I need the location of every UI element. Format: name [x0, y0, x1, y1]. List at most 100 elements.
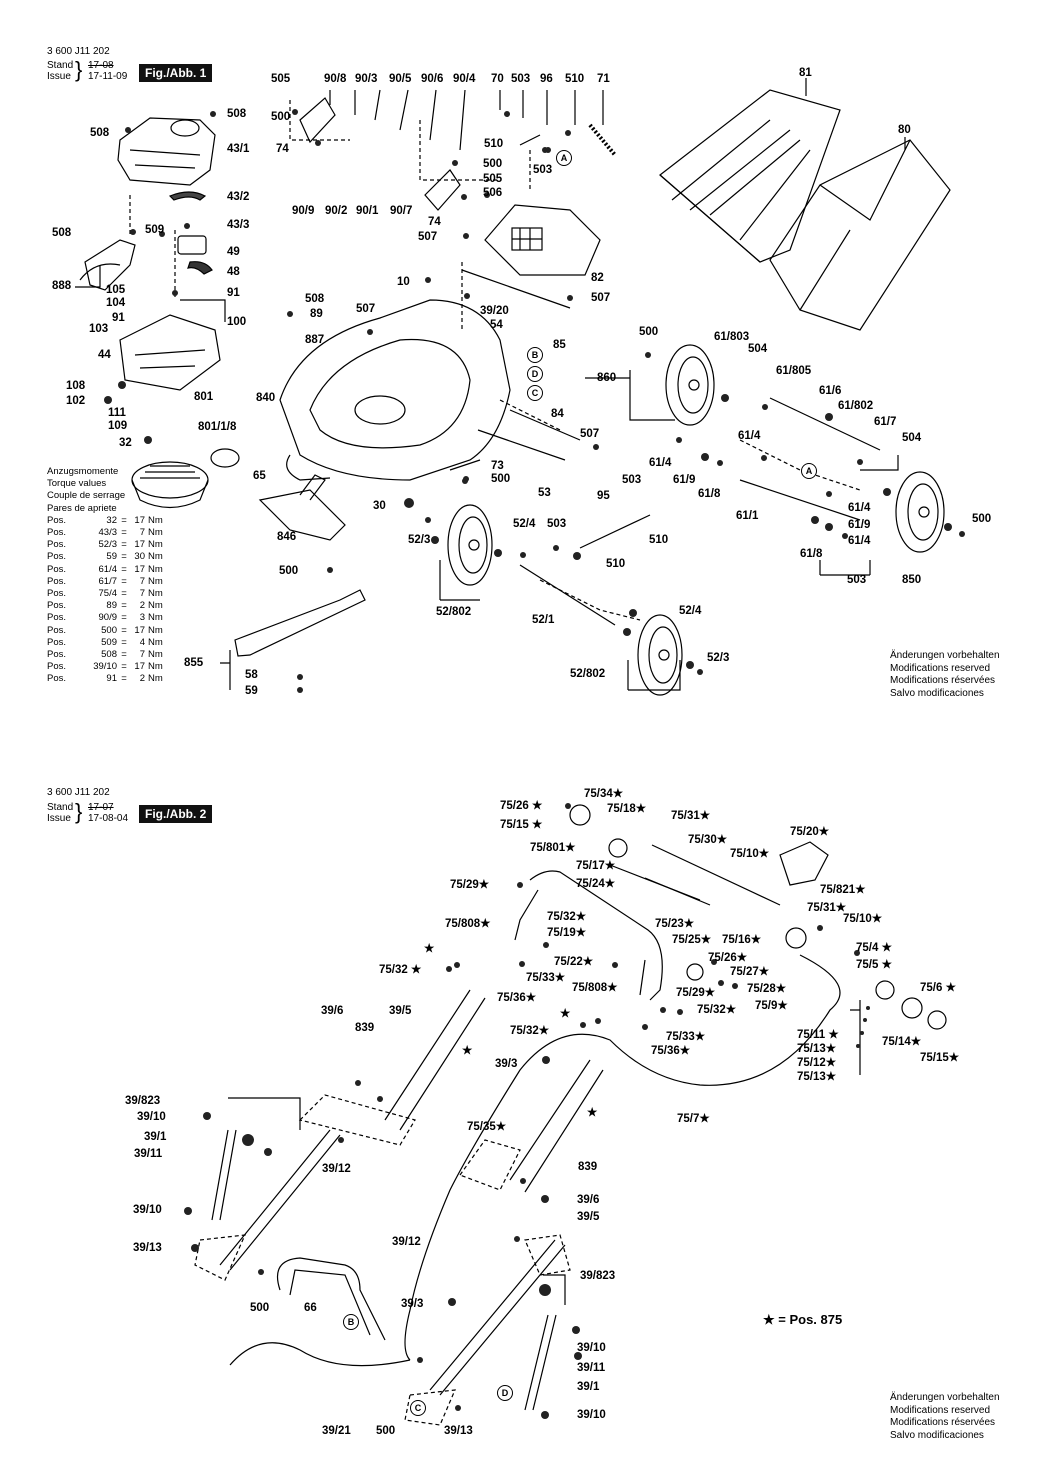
part-label: 839 [355, 1022, 375, 1034]
torque-cell-pos: Pos. [47, 612, 67, 624]
part-label: 90/1 [356, 205, 379, 217]
torque-cell-pos: Pos. [47, 527, 67, 539]
notice-line: Modifications reserved [890, 662, 991, 674]
torque-cell-part: 91 [106, 673, 117, 685]
part-label: 75/32★ [697, 1004, 737, 1016]
part-label: 75/33★ [526, 972, 566, 984]
part-label: 104 [106, 297, 126, 309]
torque-cell-part: 59 [106, 551, 117, 563]
part-label: 75/23★ [655, 918, 695, 930]
part-label: 90/6 [421, 73, 444, 85]
torque-cell-eq: = [121, 539, 127, 551]
torque-cell-pos: Pos. [47, 624, 67, 636]
part-label: 52/802 [570, 668, 606, 680]
torque-cell-unit: Nm [148, 661, 163, 673]
part-label: 506 [483, 187, 503, 199]
brace-fig1: } [75, 57, 83, 82]
part-label: 75/27★ [730, 966, 770, 978]
notice-line: Änderungen vorbehalten [890, 1392, 1000, 1403]
issue-label-fig1: Issue [47, 71, 71, 82]
part-label: 39/10 [133, 1204, 162, 1216]
part-label: 82 [591, 272, 604, 284]
part-label: 75/28★ [747, 983, 787, 995]
part-label: 61/9 [673, 474, 696, 486]
part-label: 39/20 [480, 305, 509, 317]
torque-cell-pos: Pos. [47, 661, 67, 673]
torque-cell-eq: = [121, 600, 127, 612]
reference-marker-c-2: C [410, 1400, 426, 1416]
stand-label-fig2: Stand [47, 802, 74, 813]
torque-cell-eq: = [121, 636, 127, 648]
torque-title-fr: Couple de serrage [47, 490, 126, 502]
notice-fig1: Änderungen vorbehalten Modifications res… [890, 650, 1000, 700]
part-label: 85 [553, 339, 566, 351]
cover-part [117, 117, 216, 186]
part-label: 100 [227, 316, 247, 328]
part-label: 39/3 [495, 1058, 518, 1070]
torque-cell-unit: Nm [148, 514, 163, 526]
part-label: 503 [511, 73, 531, 85]
reference-marker-a-2: A [801, 463, 817, 479]
part-label: 860 [597, 372, 617, 384]
part-label: 504 [748, 343, 768, 355]
part-label: 75/10★ [843, 913, 883, 925]
torque-cell-part: 32 [106, 514, 117, 526]
part-label: 75/32★ [547, 911, 587, 923]
reference-marker-c: C [527, 385, 543, 401]
part-label: 75/15★ [920, 1052, 960, 1064]
part-label: 75/801★ [530, 842, 576, 854]
part-label: 888 [52, 280, 72, 292]
torque-cell-part: 500 [101, 624, 117, 636]
torque-cell-unit: Nm [148, 551, 163, 563]
part-label: 48 [227, 266, 240, 278]
part-label: 75/16★ [722, 934, 762, 946]
part-label: 54 [490, 319, 503, 331]
part-label: 74 [276, 143, 289, 155]
torque-title-es: Pares de apriete [47, 502, 117, 514]
torque-cell-val: 2 [139, 673, 145, 685]
part-label: 75/36★ [497, 992, 537, 1004]
part-label: 500 [279, 565, 299, 577]
part-label: 75/35★ [467, 1121, 507, 1133]
wheel-850 [895, 471, 945, 553]
torque-cell-unit: Nm [148, 588, 163, 600]
part-label: 61/803 [714, 331, 750, 343]
torque-cell-eq: = [121, 588, 127, 600]
torque-cell-val: 7 [139, 575, 145, 587]
part-label: 504 [902, 432, 922, 444]
part-label: ★ [560, 1008, 571, 1020]
part-label: 39/13 [133, 1242, 162, 1254]
part-label: 505 [483, 173, 503, 185]
part-label: ★ [462, 1045, 473, 1057]
part-label: 32 [119, 437, 132, 449]
part-label: 75/32 ★ [379, 964, 422, 976]
torque-cell-unit: Nm [148, 575, 163, 587]
torque-cell-val: 2 [139, 600, 145, 612]
torque-table: Anzugsmomente Torque values Couple de se… [47, 466, 163, 686]
part-label: 500 [639, 326, 659, 338]
part-label: 90/8 [324, 73, 347, 85]
part-label: 39/12 [392, 1236, 421, 1248]
part-label: 507 [418, 231, 438, 243]
torque-cell-eq: = [121, 649, 127, 661]
part-label: 43/1 [227, 143, 250, 155]
part-label: 84 [551, 408, 564, 420]
part-label: 500 [271, 111, 291, 123]
part-label: 111 [108, 407, 126, 419]
part-label: 75/13★ [797, 1071, 837, 1083]
stand-date-fig2: 17-07 [88, 802, 114, 813]
part-label: ★ [424, 943, 435, 955]
torque-cell-unit: Nm [148, 539, 163, 551]
part-label: 75/18★ [607, 803, 647, 815]
torque-cell-eq: = [121, 673, 127, 685]
torque-cell-pos: Pos. [47, 575, 67, 587]
part-label: 850 [902, 574, 922, 586]
part-label: 10 [397, 276, 410, 288]
notice-line: Modifications réservées [890, 1417, 996, 1428]
part-label: 503 [547, 518, 567, 530]
part-label: 801 [194, 391, 214, 403]
part-label: 66 [304, 1302, 317, 1314]
